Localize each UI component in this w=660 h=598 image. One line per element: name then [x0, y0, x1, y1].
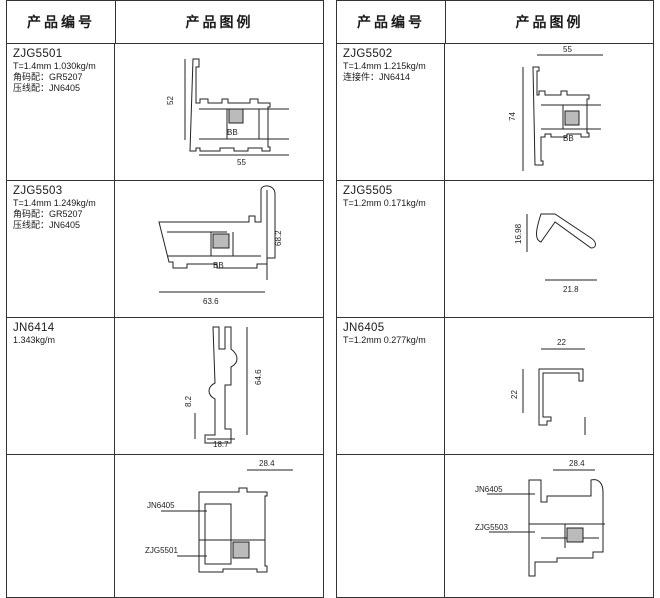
profile-outline: [189, 58, 271, 152]
product-note: 压线配：JN6405: [13, 83, 81, 93]
profile-drawing: 16.98 21.8: [445, 180, 653, 317]
dimension-width: 55: [563, 45, 572, 54]
assembly-drawing: 28.4 JN6405 ZJG5503: [445, 454, 653, 598]
product-info: JN6405 T=1.2mm 0.277kg/m: [337, 317, 445, 454]
profile-drawing: 74 55 BB: [445, 43, 653, 180]
table-row: ZJG5501 T=1.4mm 1.030kg/m 角码配：GR5207 压线配…: [7, 43, 323, 181]
assembly-outline: [198, 487, 268, 573]
dimension-height: 52: [166, 96, 175, 105]
dimension-height: 74: [508, 112, 517, 121]
assembly-drawing: 28.4 JN6405 ZJG5501: [115, 454, 323, 598]
product-info: ZJG5505 T=1.2mm 0.171kg/m: [337, 180, 445, 317]
header-product-figure: 产品图例: [515, 14, 584, 30]
profile-outline: [204, 326, 238, 444]
product-note: 角码配：GR5207: [13, 209, 83, 219]
table-row: ZJG5505 T=1.2mm 0.171kg/m 16.98 21.8: [337, 180, 653, 318]
profile-drawing: 64.6 8.2 18.7: [115, 317, 323, 454]
profile-drawing: 22 22: [445, 317, 653, 454]
product-code: JN6414: [13, 322, 55, 334]
strip-tag: BB: [213, 261, 224, 270]
product-code: ZJG5502: [343, 48, 393, 60]
assembly-inner: [199, 503, 265, 565]
product-spec: T=1.4mm 1.215kg/m: [343, 61, 426, 71]
product-spec: T=1.4mm 1.249kg/m: [13, 198, 96, 208]
dimension-width: 55: [237, 158, 246, 167]
product-spec: T=1.2mm 0.171kg/m: [343, 198, 426, 208]
dimension-s: 8.2: [184, 395, 193, 407]
insulation-strip: [564, 110, 580, 126]
product-info: [7, 454, 115, 598]
strip-tag: BB: [227, 128, 238, 137]
profile-inner: [541, 104, 601, 130]
table-row: ZJG5502 T=1.4mm 1.215kg/m 连接件：JN6414 74 …: [337, 43, 653, 181]
product-spec: T=1.4mm 1.030kg/m: [13, 61, 96, 71]
dimension-height: 68.2: [274, 230, 283, 246]
product-info: JN6414 1.343kg/m: [7, 317, 115, 454]
insulation-strip: [232, 541, 250, 559]
product-note: 角码配：GR5207: [13, 72, 83, 82]
product-spec: T=1.2mm 0.277kg/m: [343, 335, 426, 345]
table-row: ZJG5503 T=1.4mm 1.249kg/m 角码配：GR5207 压线配…: [7, 180, 323, 318]
product-info: ZJG5503 T=1.4mm 1.249kg/m 角码配：GR5207 压线配…: [7, 180, 115, 317]
header-product-code: 产品编号: [7, 1, 116, 43]
profile-outline: [158, 185, 276, 269]
insulation-strip: [228, 108, 244, 124]
product-info: ZJG5502 T=1.4mm 1.215kg/m 连接件：JN6414: [337, 43, 445, 180]
profile-drawing: 68.2 63.6 BB: [115, 180, 323, 317]
header-product-figure: 产品图例: [185, 14, 254, 30]
callout-label: JN6405: [147, 501, 175, 510]
product-note: 压线配：JN6405: [13, 220, 81, 230]
dimension-height: 64.6: [254, 369, 263, 385]
product-note: 连接件：JN6414: [343, 72, 411, 82]
catalog-table-left: 产品编号 产品图例 ZJG5501 T=1.4mm 1.030kg/m 角码配：…: [6, 0, 324, 598]
dimension-width: 28.4: [259, 459, 275, 468]
table-row: JN6405 T=1.2mm 0.277kg/m 22 22: [337, 317, 653, 455]
profile-inner: [167, 231, 261, 257]
dimension-width: 28.4: [569, 459, 585, 468]
profile-drawing: 52 55 BB: [115, 43, 323, 180]
product-spec: 1.343kg/m: [13, 335, 56, 345]
profile-outline: [536, 213, 596, 249]
assembly-outline: [528, 479, 604, 577]
product-code: ZJG5505: [343, 185, 393, 197]
strip-tag: BB: [563, 134, 574, 143]
callout-label: JN6405: [475, 485, 503, 494]
product-code: ZJG5503: [13, 185, 63, 197]
profile-inner: [199, 108, 289, 140]
dimension-width: 18.7: [213, 440, 229, 449]
dimension-height: 22: [510, 390, 519, 399]
product-code: JN6405: [343, 322, 385, 334]
dimension-width: 63.6: [203, 297, 219, 306]
callout-label: ZJG5501: [145, 546, 178, 555]
profile-outline: [538, 368, 584, 426]
product-info: ZJG5501 T=1.4mm 1.030kg/m 角码配：GR5207 压线配…: [7, 43, 115, 180]
dimension-width: 22: [557, 338, 566, 347]
table-row: 28.4 JN6405 ZJG5501: [7, 454, 323, 598]
profile-outline: [532, 66, 590, 166]
header-product-code: 产品编号: [337, 1, 446, 43]
dimension-width: 21.8: [563, 285, 579, 294]
insulation-strip: [212, 233, 230, 249]
product-info: [337, 454, 445, 598]
dimension-height: 16.98: [514, 223, 523, 244]
table-header: 产品编号 产品图例: [7, 1, 323, 44]
table-row: JN6414 1.343kg/m 64.6 8.2 18.7: [7, 317, 323, 455]
product-code: ZJG5501: [13, 48, 63, 60]
callout-label: ZJG5503: [475, 523, 508, 532]
catalog-table-right: 产品编号 产品图例 ZJG5502 T=1.4mm 1.215kg/m 连接件：…: [336, 0, 654, 598]
insulation-strip: [566, 527, 584, 543]
table-header: 产品编号 产品图例: [337, 1, 653, 44]
table-row: 28.4 JN6405 ZJG5503: [337, 454, 653, 598]
